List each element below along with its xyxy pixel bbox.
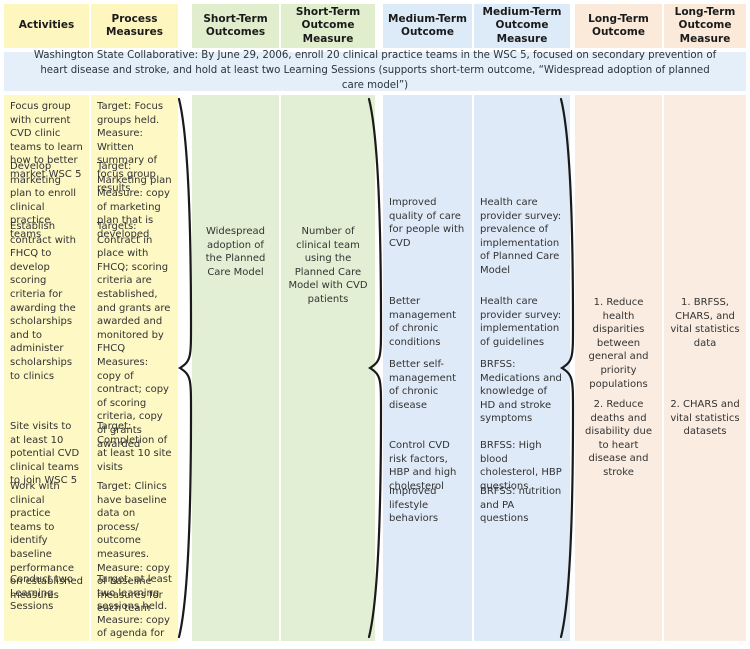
- long-term-outcome-measure-item: 2. CHARS and vital statistics datasets: [670, 399, 740, 438]
- header-activities: Activities: [4, 4, 89, 48]
- short-term-outcome-measure-item: Number of clinical team using the Planne…: [288, 226, 368, 305]
- medium-term-outcome-item: Improved lifestyle behaviors: [389, 486, 439, 525]
- collaborative-aim-banner: Washington State Collaborative: By June …: [4, 50, 746, 91]
- activity-item: Focus group with current CVD clinic team…: [10, 101, 83, 180]
- medium-term-outcome-item: Better self-management of chronic diseas…: [389, 359, 456, 411]
- medium-term-outcome-measure-item: BRFSS: High blood cholesterol, HBP quest…: [480, 440, 562, 492]
- medium-term-outcome-item: Control CVD risk factors, HBP and high c…: [389, 440, 457, 492]
- medium-term-outcome-measure-item: BRFSS: Medications and knowledge of HD a…: [480, 359, 562, 425]
- column-short-term-outcomes: Widespread adoption of the Planned Care …: [192, 95, 279, 641]
- activity-item: Conduct two Learning Sessions: [10, 574, 73, 613]
- column-process-measures: Target: Focus groups held. Measure: Writ…: [91, 95, 178, 641]
- medium-term-outcome-item: Improved quality of care for people with…: [389, 197, 465, 249]
- activity-item: Site visits to at least 10 potential CVD…: [10, 421, 80, 487]
- long-term-outcome-item: 2. Reduce deaths and disability due to h…: [584, 399, 652, 478]
- activity-item: Develop marketing plan to enroll clinica…: [10, 161, 77, 240]
- activity-item: Establish contract with FHCQ to develop …: [10, 221, 76, 382]
- long-term-outcome-item: 1. Reduce health disparities between gen…: [588, 297, 649, 390]
- long-term-outcome-measure-item: 1. BRFSS, CHARS, and vital statistics da…: [670, 297, 740, 349]
- process-measure-item: Target: at least two learning sessions h…: [97, 574, 172, 640]
- activity-item: Work with clinical practice teams to ide…: [10, 481, 83, 601]
- process-measure-item: Target: Focus groups held. Measure: Writ…: [97, 101, 164, 194]
- column-medium-term-outcome-measure: Health care provider survey: prevalence …: [474, 95, 570, 641]
- column-long-term-outcome: 1. Reduce health disparities between gen…: [575, 95, 662, 641]
- medium-term-outcome-item: Better management of chronic conditions: [389, 296, 456, 348]
- medium-term-outcome-measure-item: BRFSS: nutrition and PA questions: [480, 486, 562, 525]
- column-short-term-outcome-measure: Number of clinical team using the Planne…: [281, 95, 375, 641]
- column-long-term-outcome-measure: 1. BRFSS, CHARS, and vital statistics da…: [664, 95, 746, 641]
- header-activities-label: Activities: [18, 19, 75, 32]
- medium-term-outcome-measure-item: Health care provider survey: prevalence …: [480, 197, 562, 276]
- short-term-outcome-item: Widespread adoption of the Planned Care …: [205, 226, 266, 278]
- medium-term-outcome-measure-item: Health care provider survey: implementat…: [480, 296, 562, 348]
- process-measure-item: Target: Completion of at least 10 site v…: [97, 421, 172, 473]
- process-measure-item: Targets: Contract in place with FHCQ; sc…: [97, 221, 171, 450]
- process-measure-item: Target: Clinics have baseline data on pr…: [97, 481, 170, 615]
- collaborative-aim-text: Washington State Collaborative: By June …: [33, 50, 717, 91]
- column-medium-term-outcome: Improved quality of care for people with…: [383, 95, 472, 641]
- process-measure-item: Target: Marketing plan Measure: copy of …: [97, 161, 172, 240]
- column-activities: Focus group with current CVD clinic team…: [4, 95, 89, 641]
